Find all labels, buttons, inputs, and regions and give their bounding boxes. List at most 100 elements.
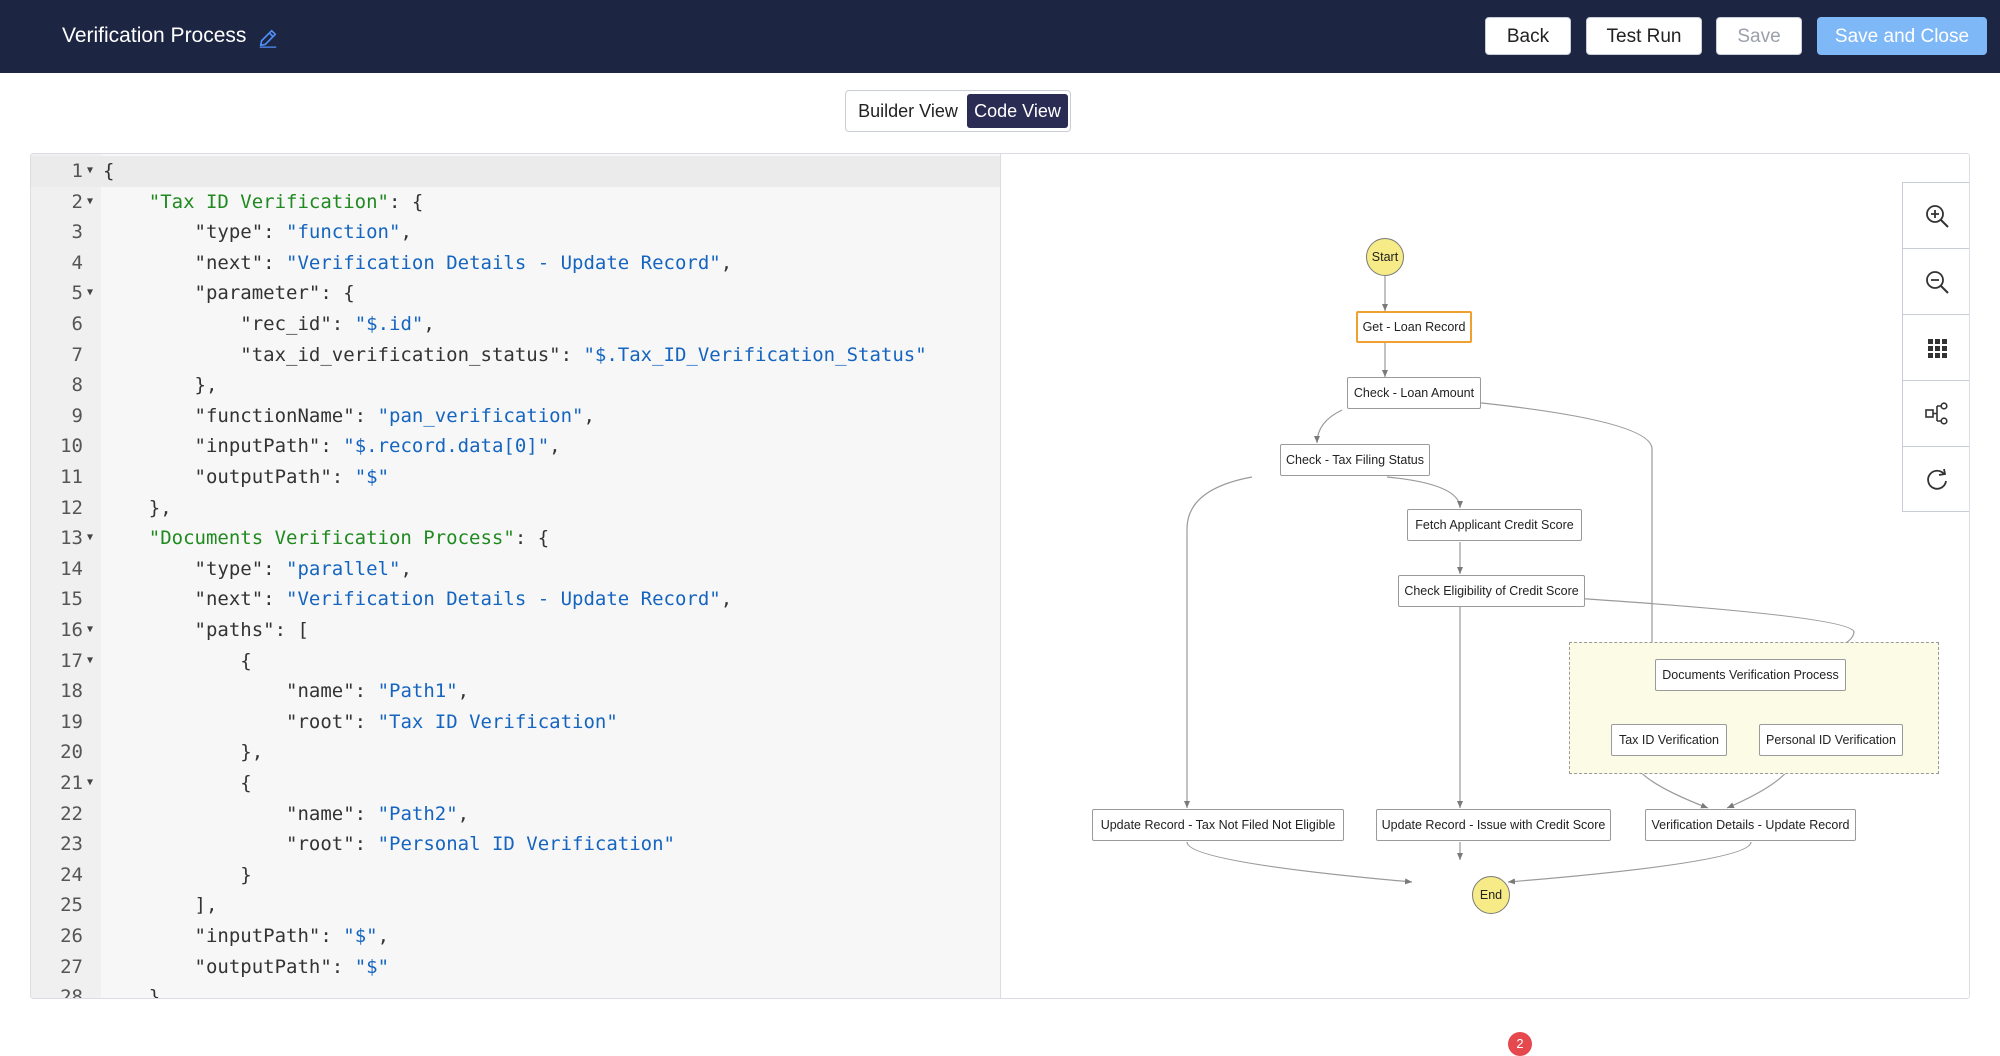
code-text: "rec_id": "$.id", (240, 313, 435, 335)
grid-icon (1928, 339, 1947, 358)
code-line[interactable]: 2▼ "Tax ID Verification": { (31, 187, 1000, 218)
node-check-loan-amount[interactable]: Check - Loan Amount (1347, 377, 1481, 409)
node-check-eligibility-credit-score[interactable]: Check Eligibility of Credit Score (1398, 575, 1585, 607)
line-number: 12 (60, 496, 83, 519)
zoom-out-button[interactable] (1903, 249, 1969, 315)
notification-badge[interactable]: 2 (1508, 1032, 1532, 1056)
code-line[interactable]: 22 "name": "Path2", (31, 799, 1000, 830)
fold-arrow-icon[interactable]: ▼ (87, 654, 94, 666)
code-line[interactable]: 27 "outputPath": "$" (31, 952, 1000, 983)
fold-arrow-icon[interactable]: ▼ (87, 287, 94, 299)
back-button[interactable]: Back (1485, 17, 1571, 55)
code-line[interactable]: 28 }, (31, 982, 1000, 998)
line-number: 14 (60, 557, 83, 580)
code-line[interactable]: 23 "root": "Personal ID Verification" (31, 829, 1000, 860)
start-node[interactable]: Start (1366, 238, 1404, 276)
zoom-in-button[interactable] (1903, 183, 1969, 249)
code-line[interactable]: 7 "tax_id_verification_status": "$.Tax_I… (31, 340, 1000, 371)
code-line[interactable]: 11 "outputPath": "$" (31, 462, 1000, 493)
code-line[interactable]: 9 "functionName": "pan_verification", (31, 401, 1000, 432)
code-text: "root": "Personal ID Verification" (286, 833, 675, 856)
save-button[interactable]: Save (1716, 17, 1802, 55)
view-toggle: Builder View Code View (845, 90, 1071, 132)
code-text: "outputPath": "$" (194, 466, 390, 488)
code-text: "name": "Path2", (286, 802, 470, 825)
code-line[interactable]: 24 } (31, 860, 1000, 891)
code-text: "root": "Tax ID Verification" (286, 710, 618, 733)
line-number: 16 (60, 619, 83, 641)
reset-view-button[interactable] (1903, 447, 1969, 513)
fold-arrow-icon[interactable]: ▼ (87, 195, 94, 207)
flow-layout-icon (1925, 402, 1948, 425)
node-tax-id-verification[interactable]: Tax ID Verification (1611, 724, 1727, 756)
line-number: 9 (71, 404, 83, 427)
node-verification-details-update[interactable]: Verification Details - Update Record (1645, 809, 1856, 841)
line-number: 6 (71, 313, 83, 335)
code-line[interactable]: 21▼ { (31, 768, 1000, 799)
flow-diagram[interactable]: Start Get - Loan Record Check - Loan Amo… (1002, 154, 1969, 998)
line-number: 21 (60, 772, 83, 794)
code-line[interactable]: 14 "type": "parallel", (31, 554, 1000, 585)
code-line[interactable]: 13▼ "Documents Verification Process": { (31, 523, 1000, 554)
code-text: "outputPath": "$" (194, 955, 390, 978)
code-line[interactable]: 1▼{ (31, 156, 1000, 187)
code-text: "Tax ID Verification": { (148, 190, 424, 213)
main-panel: 1▼{2▼ "Tax ID Verification": {3 "type": … (30, 153, 1970, 999)
code-line[interactable]: 10 "inputPath": "$.record.data[0]", (31, 431, 1000, 462)
code-line[interactable]: 3 "type": "function", (31, 217, 1000, 248)
line-number: 8 (71, 374, 83, 397)
fold-arrow-icon[interactable]: ▼ (87, 532, 94, 544)
fit-grid-button[interactable] (1903, 315, 1969, 381)
node-get-loan-record[interactable]: Get - Loan Record (1356, 311, 1472, 343)
node-documents-verification-process[interactable]: Documents Verification Process (1655, 659, 1846, 691)
line-number: 7 (71, 343, 83, 366)
zoom-out-icon (1926, 271, 1949, 294)
code-text: ], (103, 894, 218, 917)
pencil-icon[interactable] (257, 27, 279, 49)
line-number: 15 (60, 588, 83, 611)
code-editor[interactable]: 1▼{2▼ "Tax ID Verification": {3 "type": … (31, 154, 1001, 998)
fold-arrow-icon[interactable]: ▼ (87, 624, 94, 635)
code-line[interactable]: 15 "next": "Verification Details - Updat… (31, 584, 1000, 615)
code-line[interactable]: 19 "root": "Tax ID Verification" (31, 707, 1000, 738)
flow-layout-button[interactable] (1903, 381, 1969, 447)
page-title: Verification Process (62, 24, 247, 47)
node-check-tax-filing-status[interactable]: Check - Tax Filing Status (1280, 444, 1430, 476)
code-text: { (103, 649, 252, 672)
code-line[interactable]: 26 "inputPath": "$", (31, 921, 1000, 952)
code-text: "parameter": { (194, 282, 355, 305)
code-line[interactable]: 12 }, (31, 493, 1000, 524)
top-bar: Verification Process Back Test Run Save … (0, 0, 2000, 73)
line-number: 22 (60, 802, 83, 825)
end-node[interactable]: End (1472, 876, 1510, 914)
builder-view-tab[interactable]: Builder View (858, 101, 958, 121)
code-text: "tax_id_verification_status": "$.Tax_ID_… (240, 343, 927, 366)
code-line[interactable]: 18 "name": "Path1", (31, 676, 1000, 707)
code-line[interactable]: 5 ▼ "parameter": { (31, 278, 1000, 309)
line-number: 5 (71, 282, 83, 305)
test-run-button[interactable]: Test Run (1586, 17, 1702, 55)
node-update-record-tax-not-filed[interactable]: Update Record - Tax Not Filed Not Eligib… (1092, 809, 1344, 841)
line-number: 10 (60, 435, 83, 458)
node-personal-id-verification[interactable]: Personal ID Verification (1759, 724, 1903, 756)
code-line[interactable]: 6 "rec_id": "$.id", (31, 309, 1000, 340)
code-view-tab[interactable]: Code View (967, 94, 1068, 128)
code-line[interactable]: 20 }, (31, 737, 1000, 768)
code-line[interactable]: 17▼ { (31, 646, 1000, 677)
node-fetch-applicant-credit-score[interactable]: Fetch Applicant Credit Score (1407, 509, 1582, 541)
node-update-record-credit-issue[interactable]: Update Record - Issue with Credit Score (1376, 809, 1611, 841)
line-number: 4 (71, 251, 83, 274)
code-line[interactable]: 8 }, (31, 370, 1000, 401)
save-and-close-button[interactable]: Save and Close (1817, 17, 1987, 55)
code-text: "inputPath": "$", (194, 925, 390, 947)
code-line[interactable]: 25 ], (31, 890, 1000, 921)
code-line[interactable]: 16▼ "paths": [ (31, 615, 1000, 646)
code-line[interactable]: 4 "next": "Verification Details - Update… (31, 248, 1000, 279)
fold-arrow-icon[interactable]: ▼ (87, 777, 94, 788)
line-number: 26 (60, 925, 83, 947)
line-number: 25 (60, 894, 83, 917)
code-text: }, (103, 741, 264, 764)
line-number: 23 (60, 833, 83, 856)
fold-arrow-icon[interactable]: ▼ (87, 165, 94, 176)
zoom-in-icon (1926, 205, 1949, 228)
